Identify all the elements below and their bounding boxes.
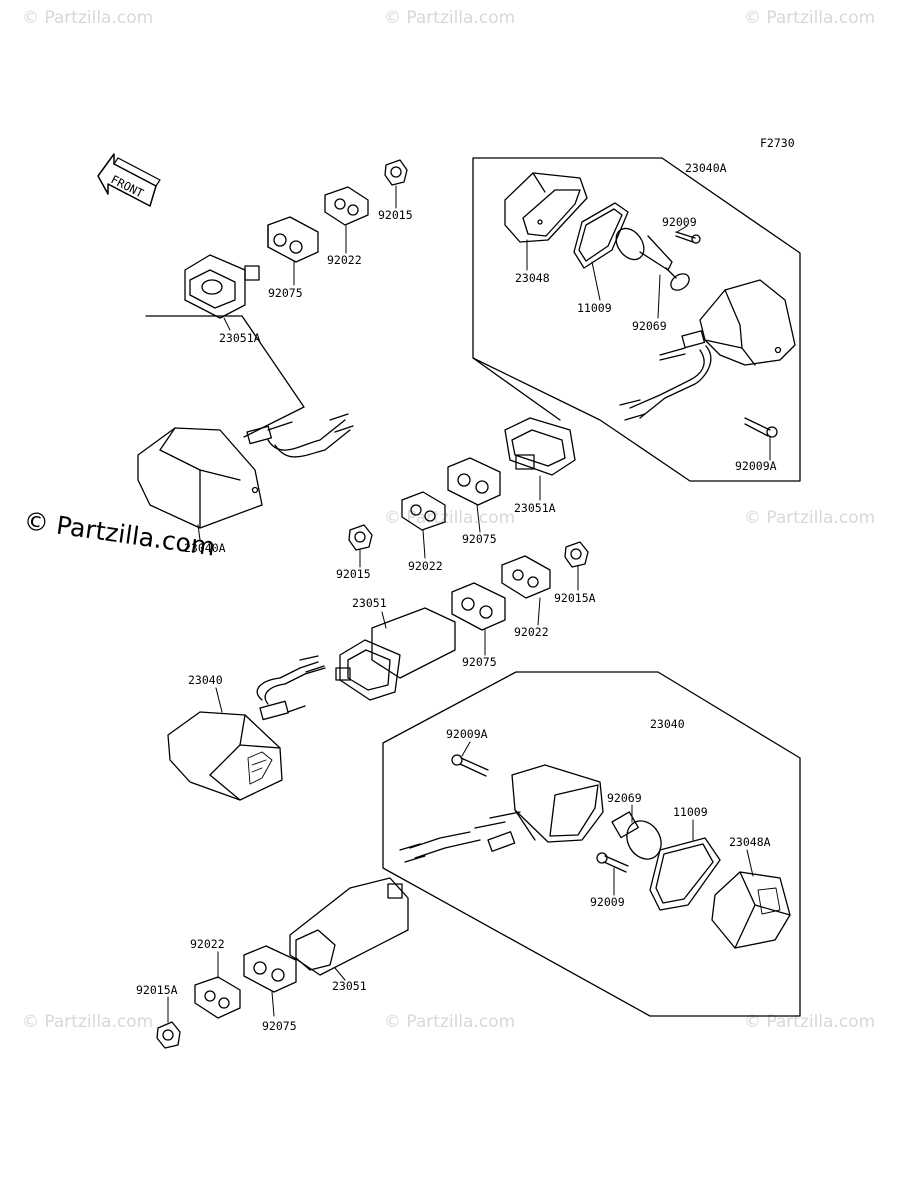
label-11009-top: 11009 <box>577 301 612 315</box>
bulb-92069-top <box>615 227 690 291</box>
lamp-body-23040A-left <box>137 413 354 529</box>
label-23051-low: 23051 <box>332 979 367 993</box>
assembly-box-upper <box>472 157 801 482</box>
label-23048: 23048 <box>515 271 550 285</box>
plate-92022-low <box>194 976 241 1019</box>
label-92015A-mid: 92015A <box>554 591 596 605</box>
label-92069-low: 92069 <box>607 791 642 805</box>
label-92022-top: 92022 <box>327 253 362 267</box>
label-23040A-top: 23040A <box>685 161 727 175</box>
label-92075-low: 92075 <box>262 1019 297 1033</box>
plate-92022-top <box>324 186 369 226</box>
watermark: © Partzilla.com <box>384 8 516 28</box>
label-23051-mid: 23051 <box>352 596 387 610</box>
lamp-23040-left <box>167 655 326 801</box>
housing-23051A-left <box>184 254 260 319</box>
label-92022-mid: 92022 <box>408 559 443 573</box>
gasket-11009-top <box>573 202 629 269</box>
label-92009-low: 92009 <box>590 895 625 909</box>
bulb-92069-low <box>611 811 662 860</box>
label-92009A-right: 92009A <box>735 459 777 473</box>
label-92022-low: 92022 <box>190 937 225 951</box>
watermark: © Partzilla.com <box>744 508 876 528</box>
label-92015-top: 92015 <box>378 208 413 222</box>
housing-23051A-mid <box>504 417 576 476</box>
grommet-92075-right <box>451 582 506 631</box>
part-labels: 23040A 23048 92009 11009 92069 92009A 92… <box>136 161 777 1033</box>
plate-92022-mid <box>401 491 446 531</box>
label-92075-right: 92075 <box>462 655 497 669</box>
grommet-92075-mid <box>447 457 501 506</box>
plate-92022-right <box>501 555 551 599</box>
label-92075-top: 92075 <box>268 286 303 300</box>
lamp-body-23040-right <box>399 764 604 863</box>
label-92009-top: 92009 <box>662 215 697 229</box>
label-23040-left: 23040 <box>188 673 223 687</box>
label-92069-top: 92069 <box>632 319 667 333</box>
assembly-box-lower <box>382 671 801 1017</box>
screw-92009-top <box>675 231 701 244</box>
front-label: FRONT <box>109 172 146 200</box>
watermark: © Partzilla.com <box>384 508 516 528</box>
lens-23048A <box>711 871 791 949</box>
watermark: © Partzilla.com <box>22 8 154 28</box>
stem-23051-low <box>289 877 409 976</box>
diagram-code: F2730 <box>760 136 795 150</box>
screw-92009-low <box>596 852 629 873</box>
label-23040-right: 23040 <box>650 717 685 731</box>
leader-lines <box>167 185 771 1023</box>
nut-92015A-mid <box>564 541 589 568</box>
watermark: © Partzilla.com <box>744 1012 876 1032</box>
screw-92009A-right <box>744 417 778 438</box>
label-92009A-low: 92009A <box>446 727 488 741</box>
guide-line-left <box>145 315 305 438</box>
label-23048A: 23048A <box>729 835 771 849</box>
stem-23051-mid <box>335 607 456 701</box>
watermark: © Partzilla.com <box>22 1012 154 1032</box>
watermark: © Partzilla.com <box>744 8 876 28</box>
label-92015A-low: 92015A <box>136 983 178 997</box>
label-23051A-left: 23051A <box>219 331 261 345</box>
front-arrow-icon: FRONT <box>97 153 161 207</box>
grommet-92075-low <box>243 945 297 993</box>
lamp-body-23040A-right <box>619 279 796 421</box>
label-23051A-mid: 23051A <box>514 501 556 515</box>
nut-92015-top <box>384 159 408 186</box>
lens-housing-23048 <box>504 172 588 243</box>
label-92015-mid: 92015 <box>336 567 371 581</box>
gasket-11009-low <box>649 837 721 911</box>
nut-92015-mid <box>348 524 373 551</box>
label-92075-mid: 92075 <box>462 532 497 546</box>
watermark: © Partzilla.com <box>384 1012 516 1032</box>
label-23040A-left: 23040A <box>184 541 226 555</box>
screw-92009A-low <box>451 754 489 777</box>
label-11009-low: 11009 <box>673 805 708 819</box>
grommet-92075-top <box>267 216 319 263</box>
label-92022-right: 92022 <box>514 625 549 639</box>
nut-92015A-low <box>156 1021 181 1049</box>
